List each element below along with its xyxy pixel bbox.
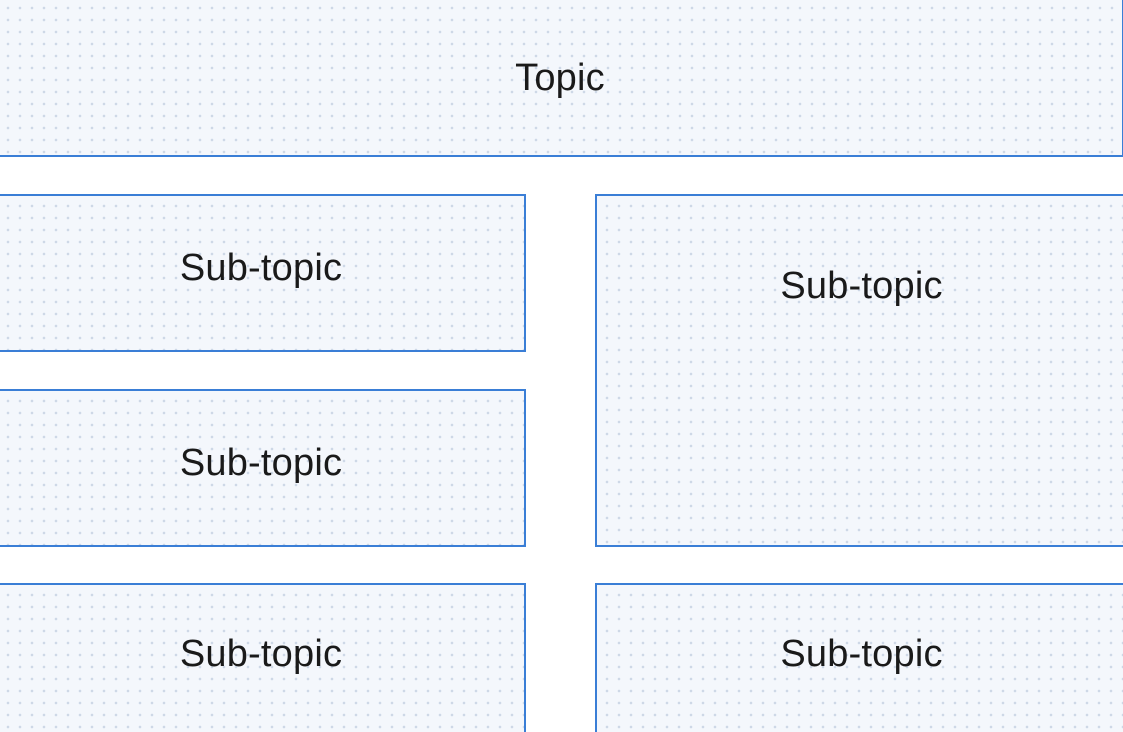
subtopic-label: Sub-topic bbox=[179, 441, 343, 484]
subtopic-label: Sub-topic bbox=[780, 632, 943, 675]
subtopic-box-left-1: Sub-topic bbox=[0, 194, 526, 352]
subtopic-box-left-3: Sub-topic bbox=[0, 583, 526, 732]
topic-box: Topic bbox=[0, 0, 1123, 157]
subtopic-box-left-2: Sub-topic bbox=[0, 389, 526, 547]
subtopic-box-right-tall: Sub-topic bbox=[595, 194, 1123, 547]
subtopic-label: Sub-topic bbox=[179, 632, 343, 675]
subtopic-box-right-bottom: Sub-topic bbox=[595, 583, 1123, 732]
topic-label: Topic bbox=[515, 57, 605, 99]
subtopic-label: Sub-topic bbox=[179, 246, 343, 289]
subtopic-label: Sub-topic bbox=[780, 265, 943, 307]
